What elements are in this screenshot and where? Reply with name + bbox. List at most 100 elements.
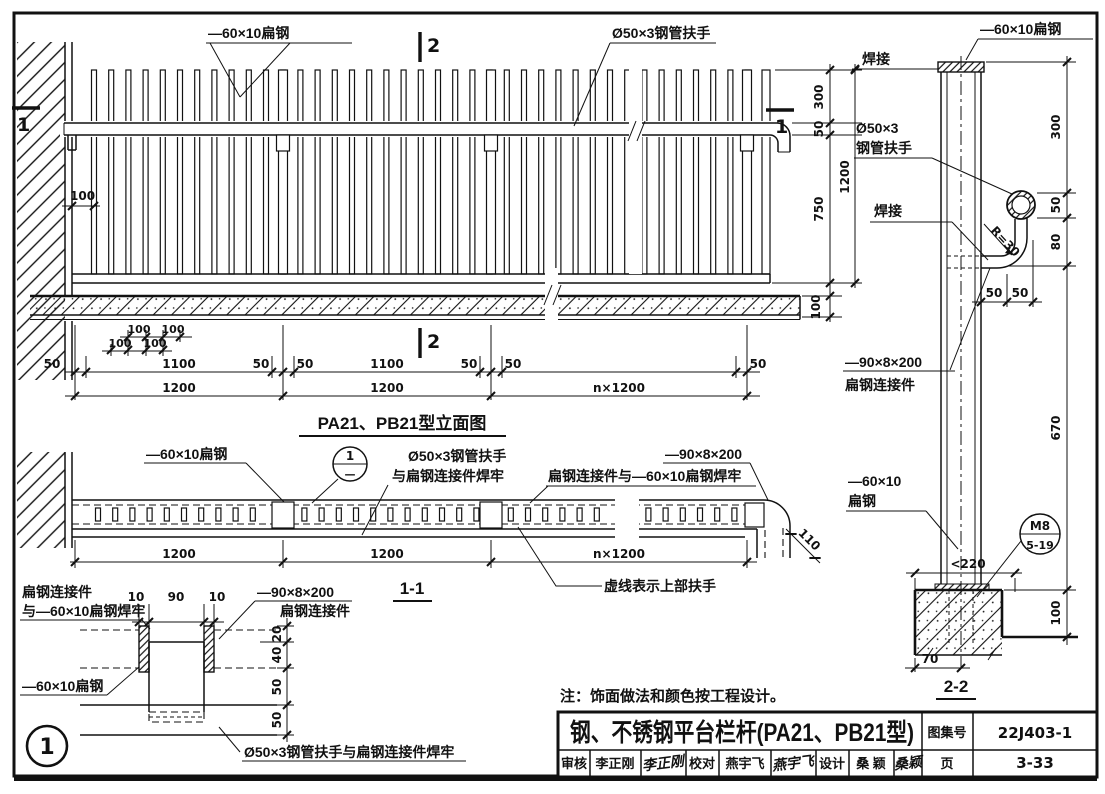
callout-number: 1 <box>346 449 354 463</box>
dim-100: 100 <box>809 294 823 319</box>
atlas-number-label: 图集号 <box>927 725 966 740</box>
wall-hatch <box>17 42 65 380</box>
section-1-1-view: —60×10扁钢 1 — Ø50×3钢管扶手 与扁钢连接件焊牢 —90×8×20… <box>17 446 824 602</box>
elevation-dim-row-b: 1200 1200 n×1200 <box>65 381 760 397</box>
label-connector-size: —90×8×200 <box>845 354 922 370</box>
dim-50: 50 <box>1012 286 1029 300</box>
section22-height-dims: 300 50 80 670 100 <box>986 56 1076 645</box>
label-connector-weld: 扁钢连接件与—60×10扁钢焊牢 <box>548 468 741 484</box>
label-flat-steel-top: —60×10扁钢 <box>980 21 1061 37</box>
elevation-view: 1 1 2 2 —60×10扁钢 Ø50×3钢管扶手 100 100 100 1… <box>12 25 862 437</box>
dim-50: 50 <box>270 679 284 696</box>
dim-90: 90 <box>168 590 185 604</box>
label-weld-top: 焊接 <box>862 51 890 67</box>
designer-name: 桑 颖 <box>855 756 886 771</box>
dim-50: 50 <box>812 121 826 138</box>
label-radius: R=30 <box>988 223 1023 259</box>
label-connector-2: 与—60×10扁钢焊牢 <box>22 603 145 619</box>
checker-signature: 燕宇飞 <box>770 752 817 774</box>
elevation-dim-row-a: 50 1100 50 50 1100 50 50 50 <box>44 325 767 400</box>
review-label: 审核 <box>561 756 587 771</box>
dim-1200: 1200 <box>370 547 403 561</box>
section-marker-2-bottom: 2 <box>427 331 440 353</box>
section11-dims: 1200 1200 n×1200 110 <box>70 526 824 568</box>
dim-220: <220 <box>950 557 985 571</box>
detail-1-view: 扁钢连接件 与—60×10扁钢焊牢 —90×8×200 扁钢连接件 10 90 … <box>20 584 466 768</box>
design-note: 注：饰面做法和颜色按工程设计。 <box>560 687 785 705</box>
section11-title: 1-1 <box>400 579 425 598</box>
dim-300: 300 <box>812 84 826 109</box>
dim-100: 100 <box>1049 600 1063 625</box>
dim-50: 50 <box>270 712 284 729</box>
label-flat-steel: —60×10扁钢 <box>146 446 227 462</box>
dim-40: 40 <box>270 647 284 664</box>
label-handrail: Ø50×3钢管扶手 <box>612 25 710 41</box>
handrail-pipe <box>60 121 791 153</box>
dim-n1200: n×1200 <box>593 381 645 395</box>
atlas-number: 22J403-1 <box>998 724 1072 742</box>
section-2-2-view: 焊接 —60×10扁钢 Ø50×3 钢管扶手 焊接 R=30 50 50 <box>843 21 1093 700</box>
dim-50: 50 <box>461 357 478 371</box>
detail1-dims: 20 40 50 50 <box>260 618 294 742</box>
dim-110: 110 <box>796 526 824 554</box>
dim-750: 750 <box>812 196 826 221</box>
section-marker-2-top: 2 <box>427 35 440 57</box>
label-pipe-2: 钢管扶手 <box>856 140 912 156</box>
section22-title: 2-2 <box>944 677 969 696</box>
section-marker-1-right: 1 <box>775 116 788 138</box>
checker-name: 燕宇飞 <box>725 756 764 771</box>
dim-300: 300 <box>1049 114 1063 139</box>
dim-10: 10 <box>209 590 226 604</box>
label-flat-steel: —60×10扁钢 <box>208 25 289 41</box>
post-connector-tabs <box>275 134 755 152</box>
reviewer-signature: 李正刚 <box>641 752 688 774</box>
label-flat-steel: —60×10扁钢 <box>22 678 103 694</box>
label-connector-size: —90×8×200 <box>665 446 742 462</box>
elevation-title: PA21、PB21型立面图 <box>318 413 487 433</box>
label-handrail-weld-1: Ø50×3钢管扶手 <box>408 448 506 464</box>
dim-80: 80 <box>1049 234 1063 251</box>
dim-50: 50 <box>505 357 522 371</box>
dim-1100: 1100 <box>162 357 195 371</box>
dim-1200: 1200 <box>162 547 195 561</box>
page-label: 页 <box>940 756 953 771</box>
dim-50: 50 <box>44 357 61 371</box>
label-connector-1: 扁钢连接件 <box>22 584 92 600</box>
dim-50: 50 <box>750 357 767 371</box>
check-label: 校对 <box>689 756 715 771</box>
dim-1200: 1200 <box>370 381 403 395</box>
detail-callout-1: 1 — <box>311 446 368 504</box>
label-pipe-weld: Ø50×3钢管扶手与扁钢连接件焊牢 <box>244 744 454 760</box>
elevation-balusters <box>90 69 771 275</box>
section-marker-1-left: 1 <box>17 114 30 136</box>
dim-n1200: n×1200 <box>593 547 645 561</box>
label-connector-size: —90×8×200 <box>257 584 334 600</box>
dim-1100: 1100 <box>370 357 403 371</box>
label-handrail-weld-2: 与扁钢连接件焊牢 <box>392 468 504 484</box>
floor-slab <box>30 294 801 320</box>
elevation-height-dims: 300 50 750 1200 100 <box>772 64 862 322</box>
wall-hatch <box>17 452 65 548</box>
title-block: 钢、不锈钢平台栏杆(PA21、PB21型) 图集号 22J403-1 审核 李正… <box>556 710 1099 779</box>
dim-50: 50 <box>253 357 270 371</box>
detail-number: 1 <box>39 735 54 760</box>
dim-100-a: 100 <box>128 323 151 336</box>
label-weld-mid: 焊接 <box>874 203 902 219</box>
dim-20: 20 <box>270 626 284 643</box>
dim-1200: 1200 <box>162 381 195 395</box>
bolt-callout: M8 5-19 <box>976 513 1061 598</box>
sheet-title: 钢、不锈钢平台栏杆(PA21、PB21型) <box>570 718 914 747</box>
reviewer-name: 李正刚 <box>594 756 634 771</box>
bolt-ref: 5-19 <box>1026 539 1054 552</box>
label-connector-name: 扁钢连接件 <box>845 377 915 393</box>
page-number: 3-33 <box>1016 754 1054 772</box>
dim-70: 70 <box>922 652 939 666</box>
label-pipe-1: Ø50×3 <box>856 120 899 136</box>
dim-670: 670 <box>1049 415 1063 440</box>
dim-50: 50 <box>986 286 1003 300</box>
design-label: 设计 <box>819 756 845 771</box>
dim-50: 50 <box>297 357 314 371</box>
dim-50: 50 <box>1049 197 1063 214</box>
